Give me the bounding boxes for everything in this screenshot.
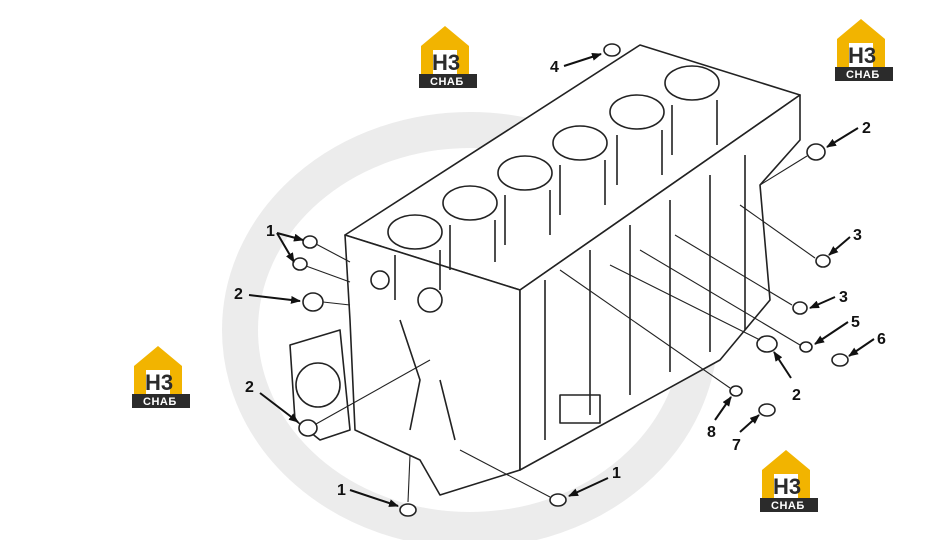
- svg-text:СНАБ: СНАБ: [143, 396, 177, 408]
- plug-2b: [298, 419, 318, 437]
- callout-1-bottom-right: 1: [612, 465, 621, 482]
- logo-top-center: Н3 СНАБ: [419, 26, 477, 88]
- plug-2d: [756, 335, 778, 353]
- engine-block: [289, 44, 801, 496]
- callout-2-right-lower: 2: [792, 387, 801, 404]
- callout-6: 6: [877, 331, 886, 348]
- callout-1-bottom-left: 1: [337, 482, 346, 499]
- plug-1d: [549, 493, 567, 507]
- svg-text:Н3: Н3: [848, 43, 876, 68]
- plug-2a: [302, 292, 324, 312]
- leader-lines: [305, 155, 816, 503]
- callout-2-left-lower: 2: [245, 379, 254, 396]
- callout-1-top-left: 1: [266, 223, 275, 240]
- callout-arrows: [248, 52, 875, 507]
- callout-4-top: 4: [550, 59, 559, 76]
- logo-top-right: Н3 СНАБ: [835, 19, 893, 81]
- callout-3-lower: 3: [839, 289, 848, 306]
- callout-5: 5: [851, 314, 860, 331]
- callout-3-upper: 3: [853, 227, 862, 244]
- logo-mid-left: Н3 СНАБ: [132, 346, 190, 408]
- callout-2-left-upper: 2: [234, 286, 243, 303]
- callout-8: 8: [707, 424, 716, 441]
- callout-2-right-upper: 2: [862, 120, 871, 137]
- bolt-3a: [815, 254, 831, 268]
- bolt-3b: [792, 301, 808, 315]
- svg-text:Н3: Н3: [145, 370, 173, 395]
- logo-bottom-right: Н3 СНАБ: [760, 450, 818, 512]
- plug-4: [603, 43, 621, 57]
- callout-7: 7: [732, 437, 741, 454]
- plug-1a: [302, 235, 318, 249]
- plug-1c: [399, 503, 417, 517]
- plug-2c: [806, 143, 826, 161]
- svg-text:СНАБ: СНАБ: [771, 500, 805, 512]
- washer-8: [729, 385, 743, 397]
- bolt-7: [758, 403, 776, 417]
- svg-text:Н3: Н3: [773, 474, 801, 499]
- svg-text:СНАБ: СНАБ: [430, 76, 464, 88]
- plug-1b: [292, 257, 308, 271]
- bolt-6: [831, 353, 849, 367]
- svg-text:Н3: Н3: [432, 50, 460, 75]
- washer-5: [799, 341, 813, 353]
- svg-text:СНАБ: СНАБ: [846, 69, 880, 81]
- callout-labels: 1 2 2 4 2 3 3 5 6 2 8 7 1 1: [234, 59, 886, 499]
